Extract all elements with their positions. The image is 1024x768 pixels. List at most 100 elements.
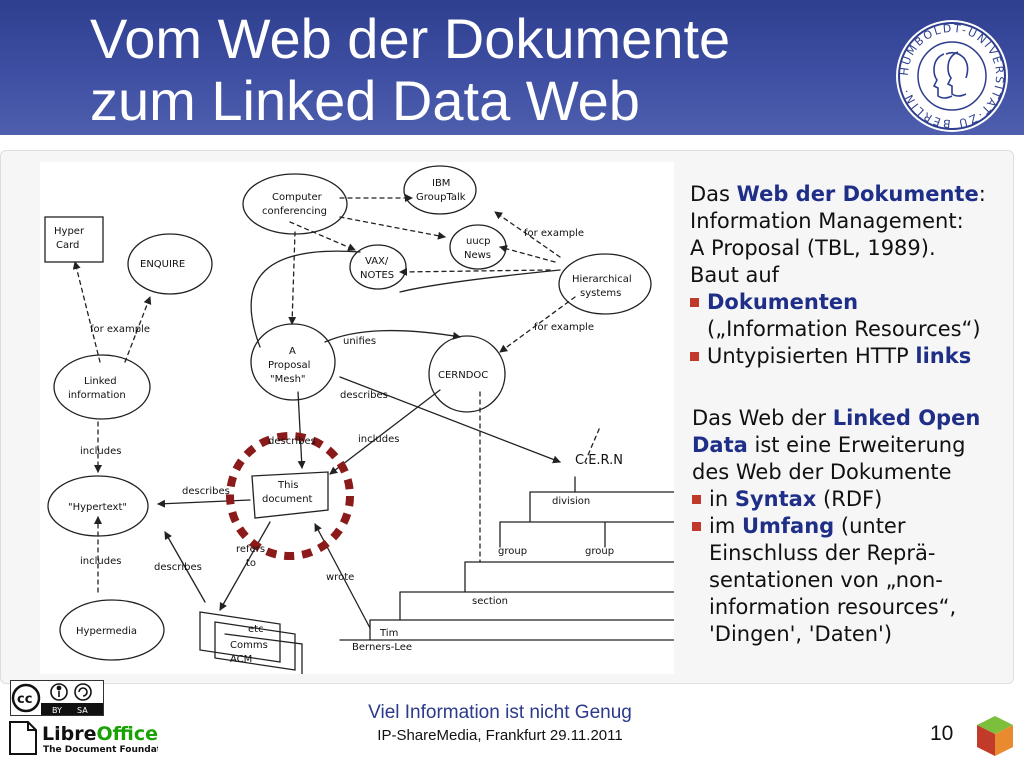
footer-event: IP-ShareMedia, Frankfurt 29.11.2011: [377, 727, 623, 744]
label-uucp-1: uucp: [466, 236, 491, 247]
label-group-1: group: [498, 546, 527, 557]
label-etc: etc: [248, 624, 264, 635]
footer-tagline: Viel Information ist nicht Genug: [368, 702, 632, 723]
edge-unifies-2: [324, 329, 461, 343]
p2-bullet-2-cont-1: Einschluss der Reprä-: [709, 541, 936, 565]
bullet-icon: [692, 494, 701, 504]
by-icon: [50, 683, 68, 701]
edge-label-forexample-1: for example: [90, 324, 150, 335]
logo-libre: Libre: [42, 723, 96, 745]
label-cc-2: conferencing: [262, 206, 327, 217]
svg-text:LibreOffice: LibreOffice: [42, 723, 158, 745]
bullet-icon: [690, 351, 699, 361]
title-line-1: Vom Web der Dokumente: [90, 7, 731, 70]
cube-logo-icon: [975, 714, 1015, 758]
p1-line-3: A Proposal (TBL, 1989).: [690, 236, 936, 260]
label-cerndoc: CERNDOC: [438, 370, 488, 381]
label-proposal-2: Proposal: [268, 360, 310, 371]
node-ibm-shape: [403, 165, 477, 215]
edge-label-refers-1: refers: [236, 544, 265, 555]
seal-profiles-icon: [932, 51, 969, 99]
p2-line-3: des Web der Dokumente: [692, 460, 952, 484]
edge-label-forexample-3: for example: [534, 322, 594, 333]
edge-label-describes-4: describes: [154, 562, 202, 573]
edge-unifies-1: [250, 250, 361, 348]
label-group-2: group: [585, 546, 614, 557]
edge-cc-to-proposal: [288, 231, 297, 325]
node-hypermedia-shape: [59, 599, 165, 661]
cc-license-badge: cc BY SA: [10, 680, 104, 716]
node-linked-shape: [53, 354, 151, 420]
cc-icon: [11, 683, 41, 713]
edge-label-describes-3: describes: [182, 486, 230, 497]
label-proposal-1: A: [289, 346, 296, 357]
label-cern: C.E.R.N: [575, 453, 623, 468]
p2-bullet-2: im Umfang (unter: [692, 513, 1022, 540]
label-vax-1: VAX/: [365, 256, 389, 267]
label-hypermedia: Hypermedia: [76, 626, 137, 637]
edge-cerndoc-includes: [329, 389, 441, 475]
node-comms-shape: [199, 611, 303, 681]
node-hypertext-shape: [47, 475, 149, 537]
slide-header: Vom Web der Dokumente zum Linked Data We…: [0, 0, 1024, 135]
label-section: section: [472, 596, 508, 607]
label-comms-1: Comms: [230, 640, 268, 651]
edge-cc-to-vax: [289, 221, 356, 251]
label-division: division: [552, 496, 590, 507]
edge-hier-to-ibm: [494, 211, 561, 258]
sa-icon: [74, 683, 92, 701]
p2-bullet-1: in Syntax (RDF): [692, 486, 1022, 513]
p2-bullet-2-cont-4: 'Dingen', 'Daten'): [709, 622, 893, 646]
edge-hier-to-vax: [399, 267, 551, 276]
label-comms-2: ACM: [230, 654, 252, 665]
label-enquire: ENQUIRE: [140, 259, 185, 270]
bullet-icon: [690, 297, 699, 307]
label-proposal-3: "Mesh": [270, 374, 306, 385]
logo-office: Office: [96, 723, 158, 745]
edge-linked-to-enquire: [124, 296, 152, 363]
p1-line-4: Baut auf: [690, 263, 780, 287]
node-cc-shape: [242, 173, 348, 235]
edge-label-includes-2: includes: [80, 446, 121, 457]
label-this-1: This: [277, 480, 298, 491]
label-hypertext: "Hypertext": [68, 502, 127, 513]
node-proposal-shape: [250, 323, 336, 401]
node-hypercard-shape: [44, 216, 104, 263]
p2-bullet-2-cont-3: information resources“,: [709, 595, 957, 619]
mesh-diagram: Hyper Card ENQUIRE Computer conferencing…: [40, 162, 675, 681]
edge-cc-to-uucp: [339, 216, 446, 240]
edge-hier-to-uucp: [499, 244, 556, 263]
edge-cern-left: [584, 426, 601, 463]
label-ibm-2: GroupTalk: [416, 192, 466, 203]
label-tim-1: Tim: [379, 628, 398, 639]
edge-label-includes-1: includes: [358, 434, 399, 445]
edge-hier-to-cerndoc: [499, 296, 576, 353]
p2-line-1: Das Web der Linked Open: [692, 406, 981, 430]
label-vax-2: NOTES: [360, 270, 394, 281]
node-hier-shape: [558, 253, 652, 315]
label-hypercard-2: Card: [56, 240, 79, 251]
page-number: 10: [930, 722, 954, 745]
edge-hier-to-enquire: [399, 269, 561, 293]
bullet-icon: [692, 521, 701, 531]
node-uucp-shape: [449, 224, 507, 270]
p2-bullet-2-cont-2: sentationen von „non-: [709, 568, 943, 592]
edge-this-to-comms: [219, 521, 271, 611]
edge-this-to-hypertext: [157, 499, 251, 508]
title-line-2: zum Linked Data Web: [90, 69, 640, 132]
label-hier-2: systems: [580, 288, 621, 299]
edge-linked-to-hypercard: [72, 261, 101, 363]
label-hier-1: Hierarchical: [572, 274, 632, 285]
label-cc-1: Computer: [272, 192, 323, 203]
highlight-circle: [226, 432, 354, 560]
text-block-web-of-documents: Das Web der Dokumente: Information Manag…: [690, 181, 1020, 370]
svg-text:cc: cc: [17, 692, 32, 707]
document-icon: [9, 721, 37, 755]
edge-label-includes-3: includes: [80, 556, 121, 567]
label-uucp-2: News: [464, 250, 491, 261]
logo-foundation: The Document Foundation: [43, 745, 158, 755]
p1-line-1: Das Web der Dokumente:: [690, 182, 986, 206]
p1-bullet-1: Dokumenten: [690, 289, 1020, 316]
university-seal-logo: HUMBOLDT-UNIVERSITÄT·ZU BERLIN·: [896, 20, 1008, 132]
edge-label-describes-2: describes: [268, 436, 316, 447]
